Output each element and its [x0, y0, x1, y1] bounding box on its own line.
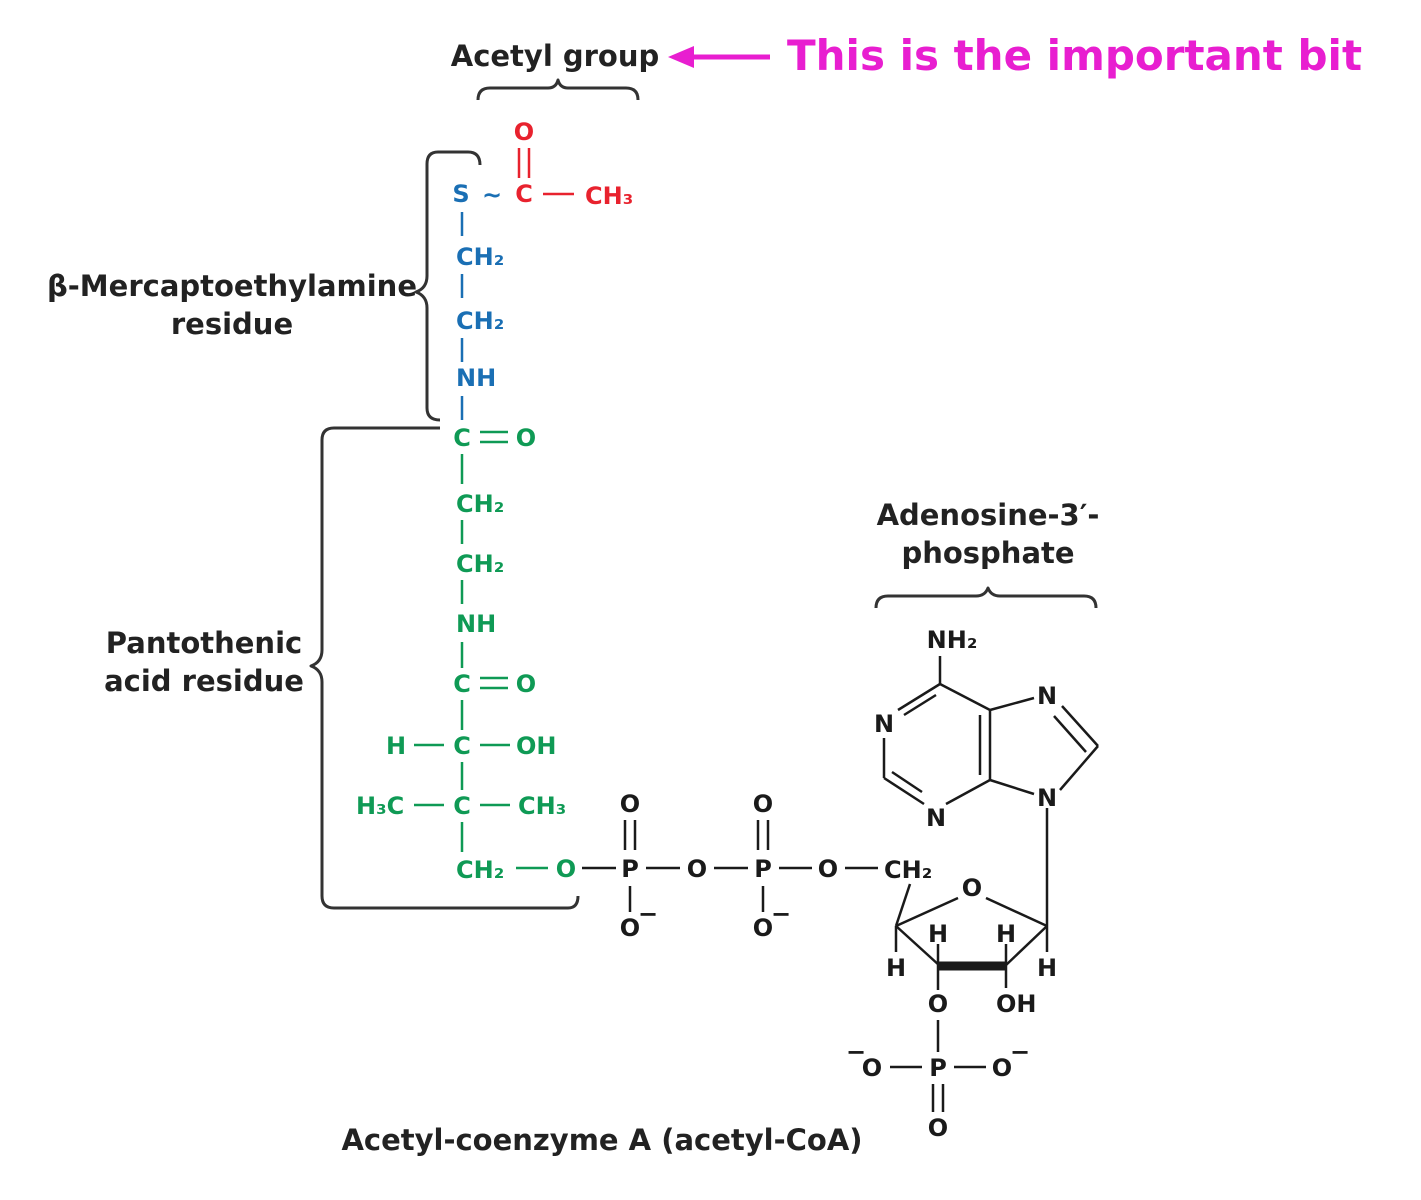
ribose-h-c3: H: [928, 920, 948, 948]
pantothenic-carbonyl-oxygen-1: O: [516, 424, 536, 452]
p2-double-bond: [756, 820, 770, 850]
adenosine-label-line2: phosphate: [901, 536, 1074, 570]
p1-negative-charge: −: [638, 900, 658, 928]
acetyl-carbon-atom: C: [515, 180, 533, 208]
pantothenic-ch3: CH₃: [518, 792, 566, 820]
phosphorus-3: P: [929, 1054, 947, 1082]
adenine-amino-group: NH₂: [927, 626, 978, 654]
linking-oxygen-1: O: [556, 855, 576, 883]
pantothenic-hydroxyl-carbon: C: [453, 732, 471, 760]
adenine-ring-bonds: [882, 682, 1099, 926]
ribose-h-c4: H: [886, 954, 906, 982]
pantothenic-carbonyl-oxygen-2: O: [516, 670, 536, 698]
mercapto-nh: NH: [456, 364, 496, 392]
acetyl-oxygen-atom: O: [514, 118, 534, 146]
phosphorus-2: P: [754, 855, 772, 883]
p3-oxygen-bottom: O: [928, 1114, 948, 1142]
p2-oxygen-bottom: O: [753, 914, 773, 942]
p2-negative-charge: −: [771, 900, 791, 928]
annotation-text: This is the important bit: [787, 31, 1362, 80]
acetyl-carbonyl-double-bond: [517, 148, 531, 178]
ribose-ring: [894, 883, 1048, 971]
ribose-2-hydroxyl: OH: [996, 990, 1037, 1018]
pantothenic-nh: NH: [456, 610, 496, 638]
ribose-h-c1: H: [1037, 954, 1057, 982]
p1-double-bond: [623, 820, 637, 850]
p3-oxygen-left: O: [862, 1054, 882, 1082]
mercaptoethylamine-label-line2: residue: [171, 307, 293, 341]
pantothenic-label-line2: acid residue: [104, 664, 304, 698]
adenine-n1: N: [874, 710, 894, 738]
pantothenic-carbonyl-carbon-1: C: [453, 424, 471, 452]
acetyl-methyl-group: CH₃: [585, 182, 633, 210]
sulfur-atom: S: [452, 180, 469, 208]
pantothenic-h3c: H₃C: [356, 792, 404, 820]
adenosine-label-line1: Adenosine-3′-: [877, 498, 1100, 532]
pantothenic-label-line1: Pantothenic: [106, 626, 302, 660]
p3-double-bond: [931, 1084, 945, 1112]
pantothenic-oh: OH: [516, 732, 557, 760]
thioester-bond-tilde: ~: [482, 181, 502, 209]
mercaptoethylamine-brace: [414, 150, 482, 422]
pantothenic-ch2-b: CH₂: [456, 550, 504, 578]
pantothenic-ch2-c: CH₂: [456, 856, 504, 884]
p1-oxygen-bottom: O: [620, 914, 640, 942]
pantothenic-quaternary-carbon: C: [453, 792, 471, 820]
p3-negative-charge-right: −: [1010, 1038, 1030, 1066]
phosphorus-1: P: [621, 855, 639, 883]
ribose-ch2: CH₂: [884, 856, 932, 884]
p2-oxygen-top: O: [753, 790, 773, 818]
linking-oxygen-2: O: [687, 855, 707, 883]
carbonyl-double-bond-2: [480, 676, 508, 690]
pantothenic-brace: [309, 426, 580, 910]
adenine-n7: N: [1037, 682, 1057, 710]
carbonyl-double-bond-1: [480, 430, 508, 444]
adenine-n3: N: [926, 804, 946, 832]
mercaptoethylamine-label-line1: β-Mercaptoethylamine: [47, 269, 417, 303]
linking-oxygen-3: O: [818, 855, 838, 883]
ribose-3-oxygen: O: [928, 990, 948, 1018]
p3-negative-charge-left: −: [846, 1038, 866, 1066]
adenosine-phosphate-brace: [874, 586, 1098, 609]
pantothenic-h: H: [386, 732, 406, 760]
p1-oxygen-top: O: [620, 790, 640, 818]
pantothenic-ch2-a: CH₂: [456, 490, 504, 518]
mercapto-ch2-b: CH₂: [456, 307, 504, 335]
acetyl-group-label: Acetyl group: [451, 39, 660, 73]
pantothenic-carbonyl-carbon-2: C: [453, 670, 471, 698]
ribose-h-c2: H: [996, 920, 1016, 948]
p3-oxygen-right: O: [992, 1054, 1012, 1082]
ribose-ring-oxygen: O: [962, 874, 982, 902]
acetyl-group-brace: [476, 78, 640, 101]
annotation-arrow: [668, 46, 770, 68]
adenine-n9: N: [1037, 784, 1057, 812]
mercapto-ch2-a: CH₂: [456, 243, 504, 271]
molecule-caption: Acetyl-coenzyme A (acetyl-CoA): [341, 1123, 862, 1157]
